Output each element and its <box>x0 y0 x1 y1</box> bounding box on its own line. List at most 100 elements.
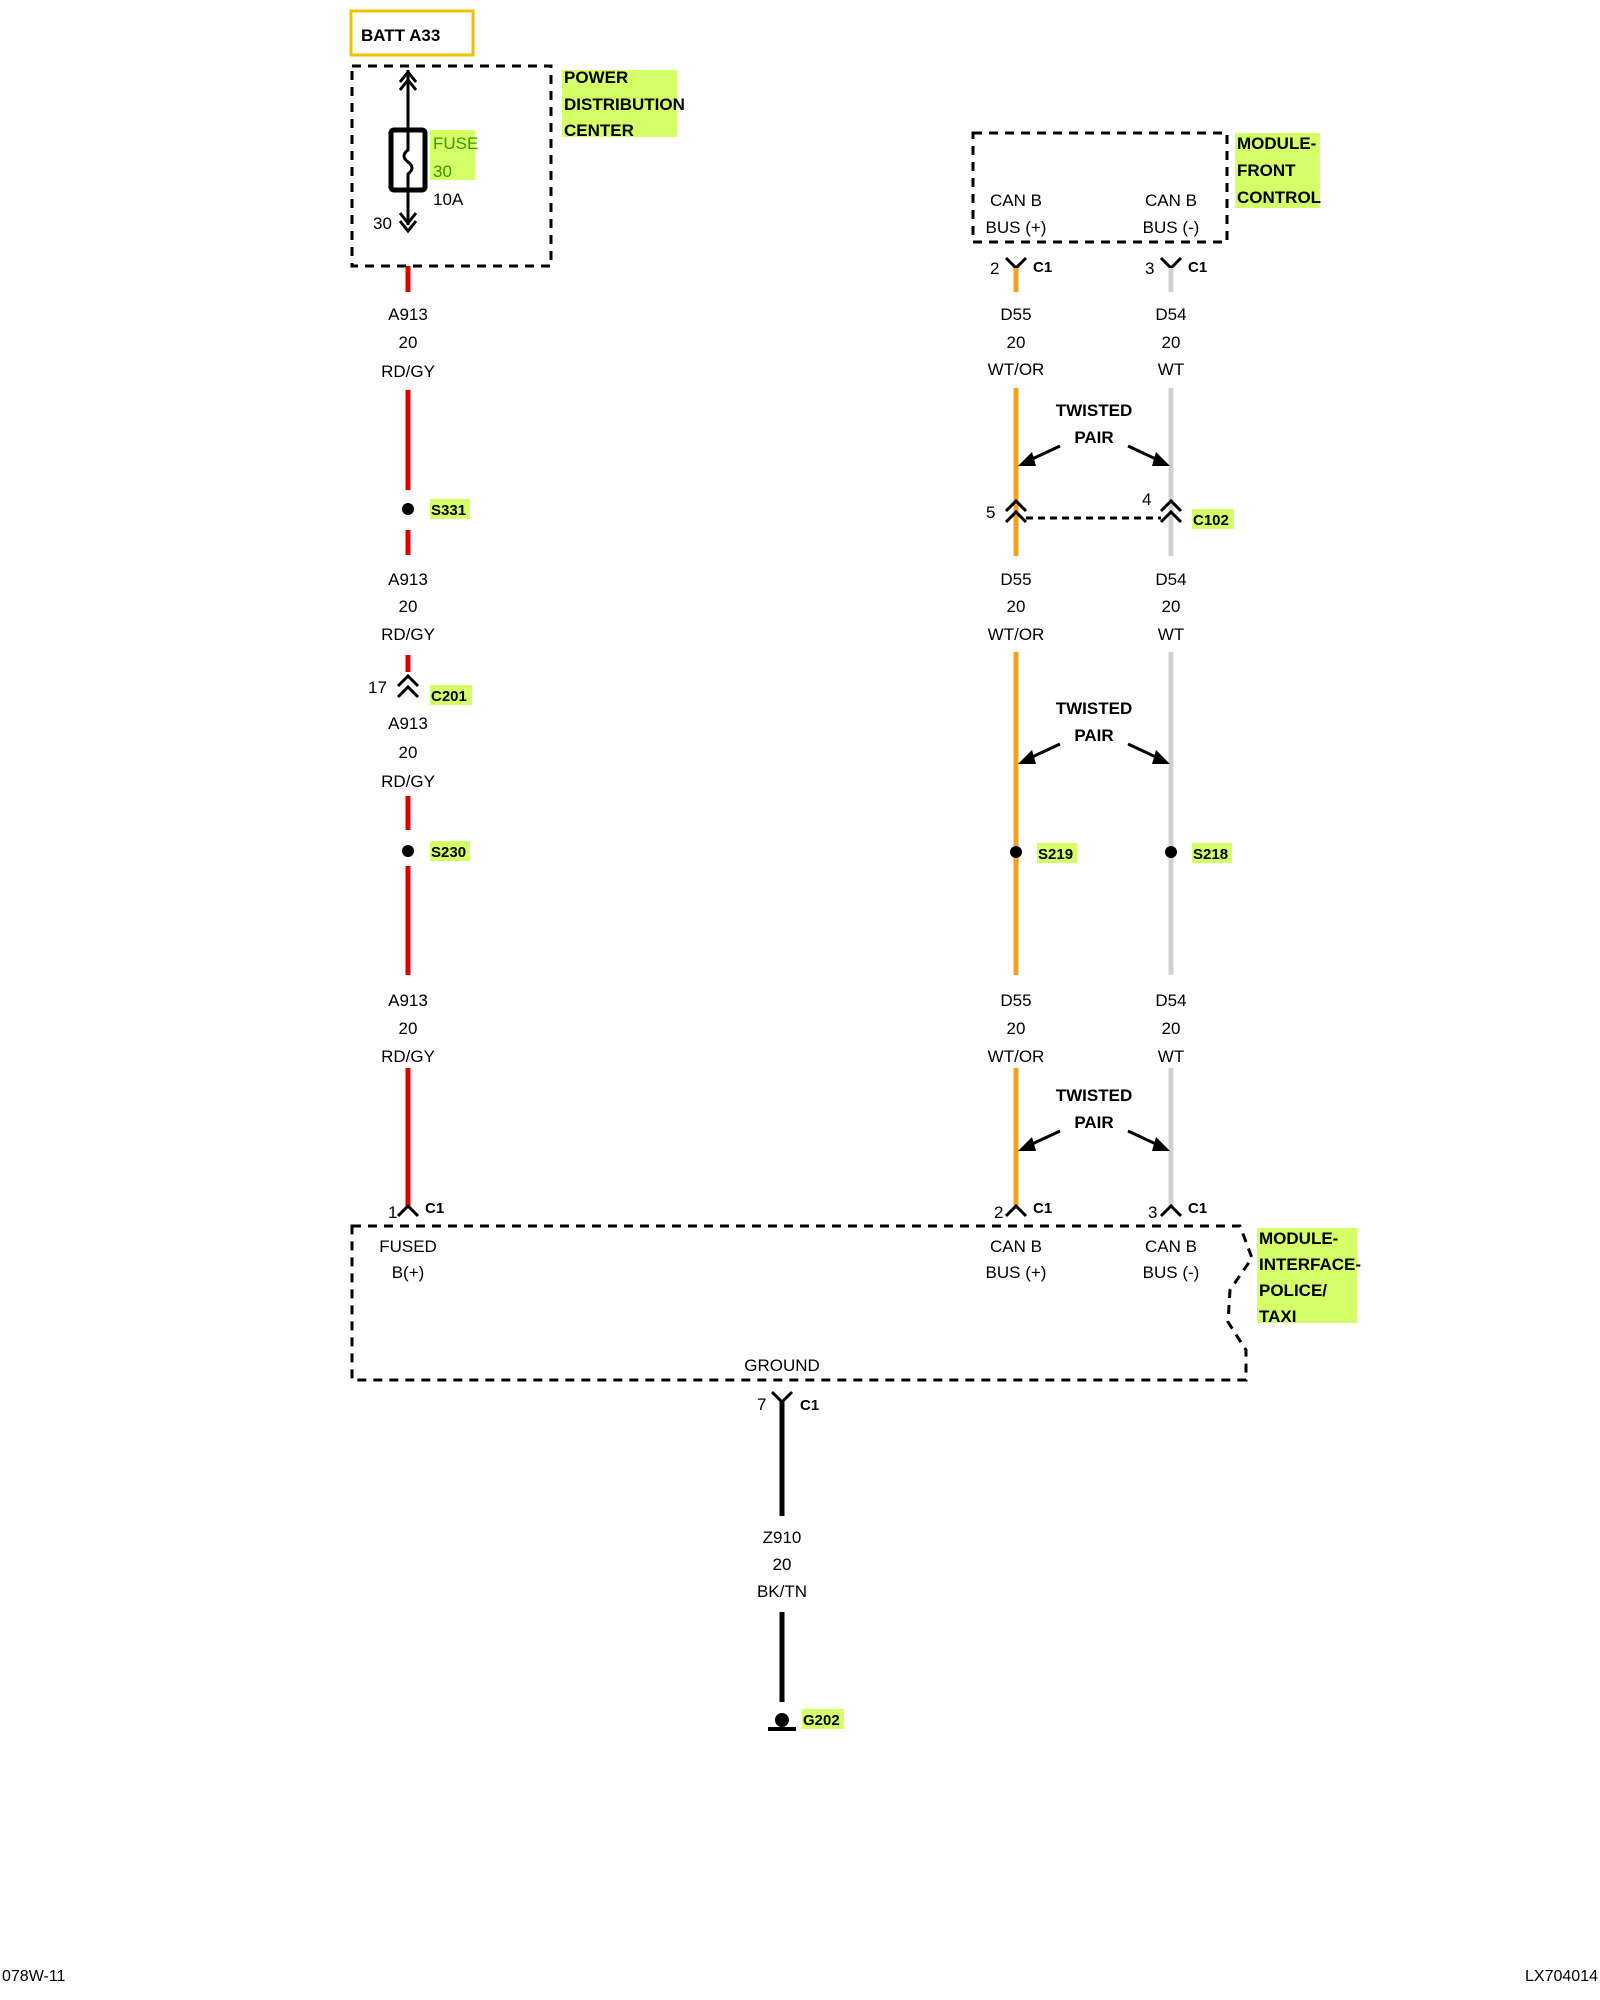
a913-circuit-1: A913 <box>388 305 428 324</box>
mip-pin2-number: 2 <box>994 1203 1003 1222</box>
fcm-pin3-number: 3 <box>1145 259 1154 278</box>
fcm-name-3: CONTROL <box>1237 188 1321 207</box>
a913-gauge-2: 20 <box>399 597 418 616</box>
connector-c201-symbol <box>396 673 420 699</box>
a913-gauge-4: 20 <box>399 1019 418 1038</box>
s230-highlight <box>430 841 470 861</box>
d54-circuit-2: D54 <box>1155 570 1186 589</box>
pdc-box <box>350 64 553 268</box>
twisted-pair-2-line2: PAIR <box>1074 726 1113 745</box>
twisted-pair-2-line1: TWISTED <box>1056 699 1133 718</box>
a913-circuit-2: A913 <box>388 570 428 589</box>
d55-color-1: WT/OR <box>988 360 1045 379</box>
z910-circuit: Z910 <box>763 1528 802 1547</box>
d55-gauge-1: 20 <box>1007 333 1026 352</box>
twisted-pair-3-line1: TWISTED <box>1056 1086 1133 1105</box>
splice-s230-label: S230 <box>431 844 466 861</box>
twisted-pair-3-line2: PAIR <box>1074 1113 1113 1132</box>
d55-circuit-1: D55 <box>1000 305 1031 324</box>
fuse-number: 30 <box>433 162 452 181</box>
batt-label: BATT A33 <box>361 26 440 45</box>
mip-name-3: POLICE/ <box>1259 1281 1327 1300</box>
fcm-canb-plus: CAN B <box>990 191 1042 210</box>
pdc-label-3: CENTER <box>564 121 634 140</box>
a913-color-4: RD/GY <box>381 1047 435 1066</box>
c102-highlight <box>1192 509 1234 529</box>
fcm-pin2-number: 2 <box>990 259 999 278</box>
mip-pin3-number: 3 <box>1148 1203 1157 1222</box>
fuse-rating: 10A <box>433 190 464 209</box>
mip-fused-label: FUSED <box>379 1237 437 1256</box>
mip-pin1-terminal <box>396 1203 420 1218</box>
footer-left: 078W-11 <box>2 1968 66 1985</box>
fcm-bus-plus: BUS (+) <box>986 218 1047 237</box>
mip-name-2: INTERFACE- <box>1259 1255 1361 1274</box>
splice-s219-dot <box>1010 846 1022 858</box>
mip-box <box>350 1224 1254 1382</box>
splice-s218-label: S218 <box>1193 846 1228 863</box>
fcm-pin2-c1: C1 <box>1033 259 1052 276</box>
d54-color-1: WT <box>1158 360 1184 379</box>
d54-circuit-1: D54 <box>1155 305 1186 324</box>
c201-highlight <box>430 685 472 705</box>
d55-gauge-3: 20 <box>1007 1019 1026 1038</box>
mip-pin3-c1: C1 <box>1188 1200 1207 1217</box>
a913-gauge-3: 20 <box>399 743 418 762</box>
pdc-label-1: POWER <box>564 68 628 87</box>
fcm-name-1: MODULE- <box>1237 134 1316 153</box>
c102-pin-left: 5 <box>986 503 995 522</box>
mip-pin2-terminal <box>1004 1203 1028 1218</box>
fcm-pin2-terminal <box>1004 256 1028 271</box>
mip-name-4: TAXI <box>1259 1307 1296 1326</box>
mip-pin1-number: 1 <box>388 1203 397 1222</box>
g202-highlight <box>802 1709 844 1729</box>
footer-right: LX704014 <box>1525 1968 1598 1985</box>
a913-gauge-1: 20 <box>399 333 418 352</box>
mip-canb-plus: CAN B <box>990 1237 1042 1256</box>
s331-highlight <box>430 499 470 519</box>
fcm-pin3-terminal <box>1159 256 1183 271</box>
twisted-pair-2-arrows <box>1018 742 1170 764</box>
mip-canb-minus: CAN B <box>1145 1237 1197 1256</box>
mip-ground-label: GROUND <box>744 1356 820 1375</box>
fuse-pin: 30 <box>373 214 392 233</box>
fcm-highlight <box>1235 133 1320 208</box>
batt-box <box>349 9 475 57</box>
z910-gauge: 20 <box>773 1555 792 1574</box>
mip-bus-minus: BUS (-) <box>1143 1263 1200 1282</box>
splice-s230-dot <box>402 845 414 857</box>
d55-circuit-3: D55 <box>1000 991 1031 1010</box>
a913-color-3: RD/GY <box>381 772 435 791</box>
c102-label: C102 <box>1193 512 1229 529</box>
fcm-bus-minus: BUS (-) <box>1143 218 1200 237</box>
splice-s331-label: S331 <box>431 502 466 519</box>
d54-circuit-3: D54 <box>1155 991 1186 1010</box>
s218-highlight <box>1192 843 1232 863</box>
mip-highlight <box>1257 1228 1357 1323</box>
d54-gauge-3: 20 <box>1162 1019 1181 1038</box>
c201-label: C201 <box>431 688 467 705</box>
fcm-box <box>971 131 1229 244</box>
d55-color-3: WT/OR <box>988 1047 1045 1066</box>
ground-pin-terminal <box>770 1390 794 1405</box>
ground-g202-label: G202 <box>803 1712 840 1729</box>
a913-color-2: RD/GY <box>381 625 435 644</box>
d54-gauge-1: 20 <box>1162 333 1181 352</box>
twisted-pair-1-line2: PAIR <box>1074 428 1113 447</box>
mip-bus-plus: BUS (+) <box>986 1263 1047 1282</box>
d54-color-2: WT <box>1158 625 1184 644</box>
mip-pin3-terminal <box>1159 1203 1183 1218</box>
d54-color-3: WT <box>1158 1047 1184 1066</box>
fcm-pin3-c1: C1 <box>1188 259 1207 276</box>
twisted-pair-1-line1: TWISTED <box>1056 401 1133 420</box>
d55-color-2: WT/OR <box>988 625 1045 644</box>
s219-highlight <box>1037 843 1077 863</box>
fuse-symbol <box>388 69 428 234</box>
mip-name-1: MODULE- <box>1259 1229 1338 1248</box>
fcm-canb-minus: CAN B <box>1145 191 1197 210</box>
ground-pin-c1: C1 <box>800 1397 819 1414</box>
c102-pin-right: 4 <box>1142 490 1151 509</box>
a913-circuit-4: A913 <box>388 991 428 1010</box>
fuse-highlight <box>430 130 475 180</box>
